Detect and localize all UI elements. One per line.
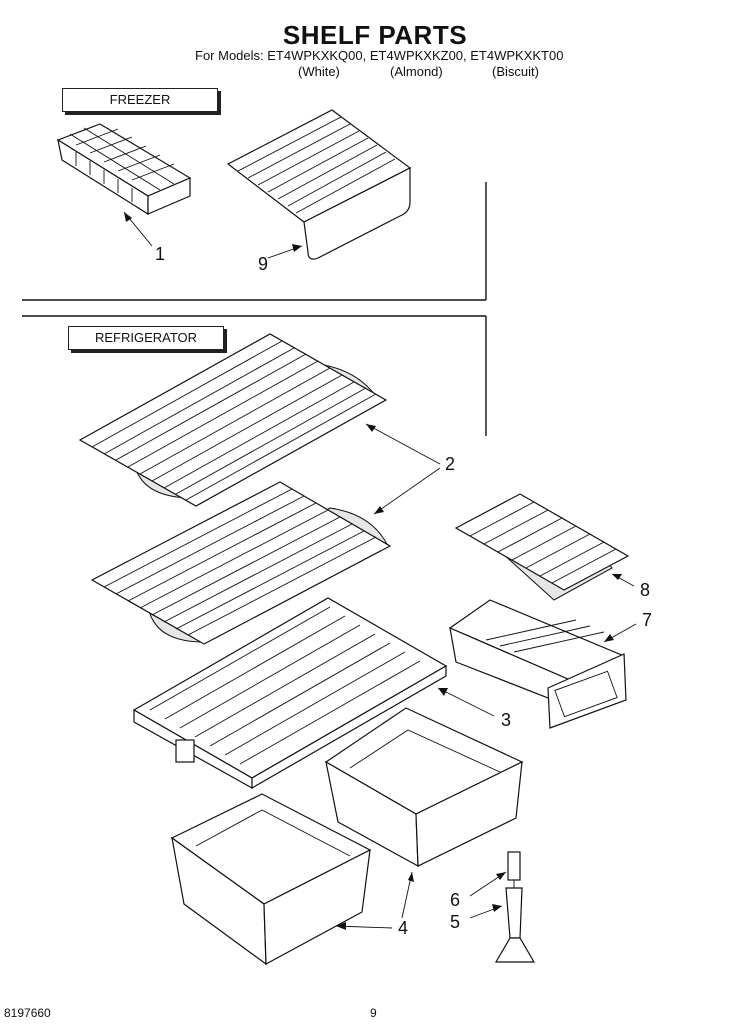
page-title: SHELF PARTS	[282, 20, 468, 50]
callout-4: 4	[398, 918, 409, 938]
crisper-drawer-left-drawing	[170, 793, 372, 966]
color-white: (White)	[298, 64, 340, 79]
wire-shelf-lower-drawing	[90, 481, 392, 645]
callout-7: 7	[642, 610, 653, 630]
color-almond: (Almond)	[390, 64, 443, 79]
wire-shelf-upper-drawing	[78, 333, 388, 507]
meat-drawer-drawing	[448, 599, 627, 729]
small-shelf-drawing	[454, 493, 630, 601]
callout-9: 9	[258, 254, 269, 274]
callout-8: 8	[640, 580, 651, 600]
crisper-drawer-right-drawing	[324, 707, 524, 868]
leveling-leg-drawing	[494, 851, 536, 963]
callout-1: 1	[155, 244, 166, 264]
color-biscuit: (Biscuit)	[492, 64, 539, 79]
leader-lines	[123, 211, 637, 930]
refrigerator-label: REFRIGERATOR	[68, 326, 224, 350]
callout-5: 5	[450, 912, 461, 932]
freezer-label: FREEZER	[62, 88, 218, 112]
ice-tray-drawing	[56, 123, 192, 216]
models-line: For Models: ET4WPKXKQ00, ET4WPKXKZ00, ET…	[195, 48, 564, 63]
section-frames	[22, 182, 487, 436]
callout-2: 2	[445, 454, 456, 474]
freezer-shelf-drawing	[226, 109, 412, 260]
document-number: 8197660	[4, 1006, 51, 1020]
callout-3: 3	[501, 710, 512, 730]
page-number: 9	[370, 1006, 377, 1020]
crisper-cover-drawing	[132, 597, 448, 790]
callout-6: 6	[450, 890, 461, 910]
